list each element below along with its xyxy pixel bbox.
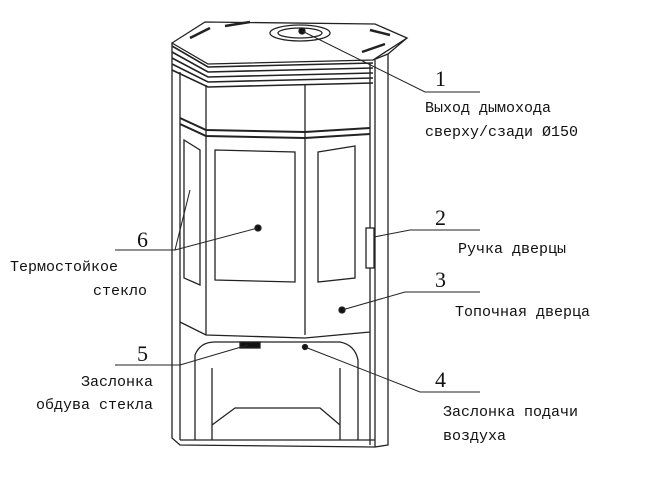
callout-number-2: 2 bbox=[435, 205, 446, 230]
callout-text-4a: Заслонка подачи bbox=[443, 404, 579, 421]
callout-number-1: 1 bbox=[435, 66, 446, 91]
callout-text-2: Ручка дверцы bbox=[458, 241, 567, 258]
glass-right bbox=[317, 145, 356, 283]
callout-text-6b: стекло bbox=[92, 283, 147, 300]
callout-text-3: Топочная дверца bbox=[455, 304, 591, 321]
callout-number-6: 6 bbox=[137, 227, 148, 252]
callout-number-4: 4 bbox=[435, 367, 446, 392]
chimney-outlet bbox=[269, 24, 331, 42]
stove-body bbox=[171, 37, 408, 448]
callout-number-3: 3 bbox=[435, 267, 446, 292]
callout-text-5a: Заслонка bbox=[80, 374, 153, 391]
top-band bbox=[171, 45, 374, 88]
leader-lines bbox=[115, 30, 480, 393]
top-vents bbox=[189, 20, 391, 54]
door-handle bbox=[365, 227, 375, 269]
glass-air-damper bbox=[239, 341, 261, 349]
callout-text-6a: Термостойкое bbox=[10, 259, 119, 276]
glass-front bbox=[214, 149, 296, 283]
callout-text-4b: воздуха bbox=[443, 428, 507, 445]
ash-opening bbox=[194, 341, 359, 440]
glass-left bbox=[183, 138, 201, 286]
callout-number-5: 5 bbox=[137, 341, 148, 366]
callout-text-1a: Выход дымохода bbox=[425, 100, 552, 117]
callout-text-5b: обдува стекла bbox=[35, 397, 153, 414]
callout-text-1b: сверху/сзади Ø150 bbox=[425, 124, 579, 141]
